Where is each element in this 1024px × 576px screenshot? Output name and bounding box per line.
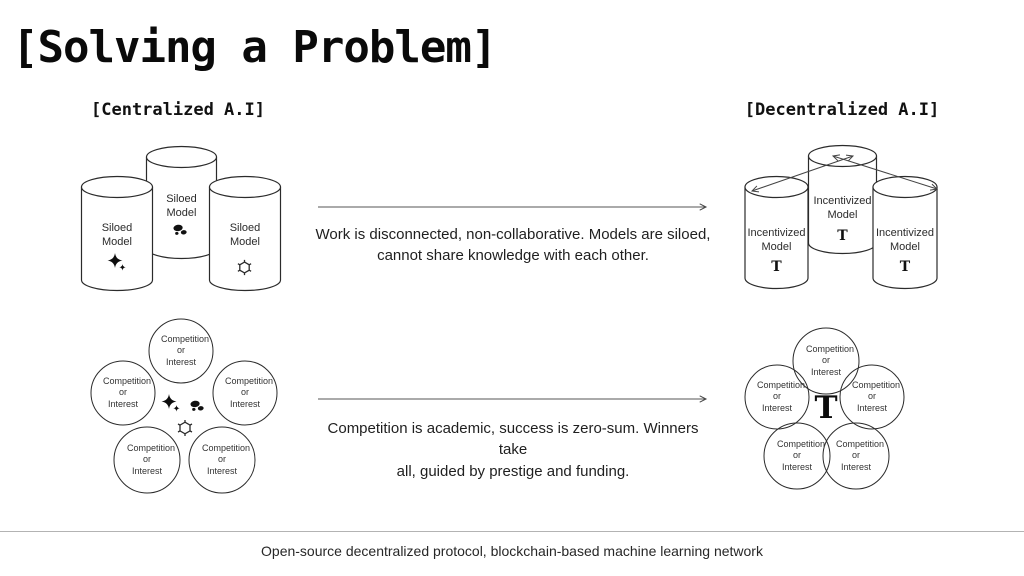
openai-logo-icon: [177, 420, 193, 436]
tau-icon: T: [837, 228, 848, 244]
cylinder-label: Siloed Model: [166, 193, 197, 220]
exchange-arrows: [750, 154, 939, 193]
circle-label: Competition or Interest: [103, 376, 152, 409]
circle-label: Competition or Interest: [127, 443, 176, 476]
cylinder-label: Incentivized Model: [875, 227, 935, 254]
cylinder-label: Incentivized Model: [747, 227, 806, 254]
siloed-cylinder-center: [145, 145, 218, 260]
arrow-note-row1: Work is disconnected, non-collaborative.…: [313, 224, 713, 267]
circle-label: Competition or Interest: [757, 380, 806, 413]
circle-label: Competition or Interest: [836, 439, 885, 472]
footer-divider: [0, 531, 1024, 532]
arrow-note-line: Competition is academic, success is zero…: [327, 420, 699, 459]
sparkle-ai-logo-icon: [107, 253, 126, 271]
sparkle-ai-logo-icon: [161, 394, 180, 412]
page-title: [Solving a Problem]: [12, 22, 497, 73]
arrow-note-line: cannot share knowledge with each other.: [377, 247, 649, 265]
competition-circles-right: [744, 327, 905, 490]
incentivized-cylinder-right: [872, 175, 938, 290]
openai-logo-icon: [237, 259, 252, 276]
cylinder-label: Incentivized Model: [813, 195, 872, 222]
cylinder-label: Siloed Model: [229, 222, 261, 249]
circle-label: Competition or Interest: [161, 334, 210, 367]
circle-label: Competition or Interest: [202, 443, 251, 476]
siloed-cylinder-left: [80, 175, 154, 292]
tau-icon: T: [899, 259, 911, 275]
circle-label: Competition or Interest: [806, 344, 855, 377]
tau-icon: T: [771, 259, 782, 275]
arrow-note-line: Work is disconnected, non-collaborative.…: [315, 226, 711, 243]
blob-ai-logo-icon: [190, 400, 204, 411]
column-header-centralized: [Centralized A.I]: [91, 100, 265, 120]
blob-ai-logo-icon: [173, 224, 187, 235]
cylinder-label: Siloed Model: [101, 222, 133, 249]
circle-label: Competition or Interest: [852, 380, 901, 413]
arrow-note-line: all, guided by prestige and funding.: [396, 462, 630, 480]
tau-icon: T: [814, 390, 838, 426]
arrow-note-row2: Competition is academic, success is zero…: [313, 418, 713, 482]
circle-label: Competition or Interest: [777, 439, 826, 472]
circle-label: Competition or Interest: [225, 376, 274, 409]
footer-note: Open-source decentralized protocol, bloc…: [261, 543, 763, 559]
siloed-cylinder-right: [208, 175, 282, 292]
column-header-decentralized: [Decentralized A.I]: [744, 100, 940, 120]
competition-circles-left: [90, 318, 278, 494]
